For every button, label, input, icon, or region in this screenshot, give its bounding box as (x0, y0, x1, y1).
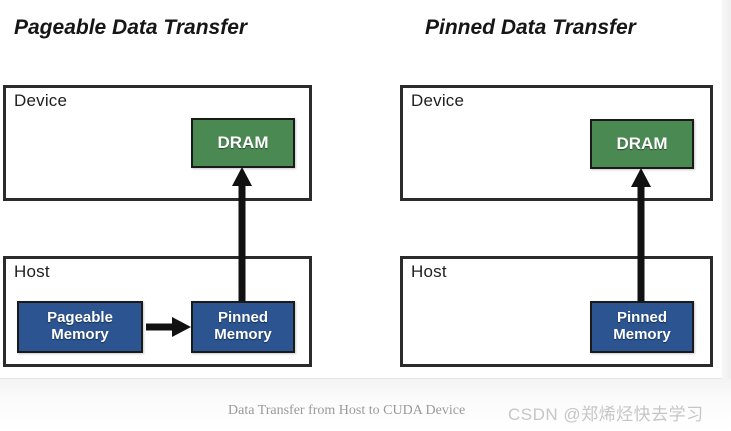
pinned-memory-line2: Memory (613, 326, 671, 343)
dram-block-pageable: DRAM (191, 118, 295, 168)
pinned-memory-label: Pinned Memory (214, 309, 272, 344)
panel-title-pinned: Pinned Data Transfer (425, 16, 636, 39)
pinned-memory-label: Pinned Memory (613, 309, 671, 344)
pageable-memory-label: Pageable Memory (47, 309, 113, 344)
dram-block-label: DRAM (217, 133, 269, 153)
device-region-label: Device (14, 91, 68, 110)
canvas-right-edge (722, 0, 731, 379)
device-region-label: Device (411, 91, 465, 110)
csdn-watermark: CSDN @郑烯烃快去学习 (508, 405, 704, 424)
dram-block-pinned: DRAM (590, 119, 694, 169)
pageable-memory-block: Pageable Memory (17, 301, 143, 353)
pinned-memory-line2: Memory (214, 326, 272, 343)
pinned-memory-block-pageable: Pinned Memory (191, 301, 295, 353)
host-region-label: Host (14, 262, 50, 281)
pinned-memory-line1: Pinned (616, 309, 667, 327)
panel-title-pageable: Pageable Data Transfer (14, 16, 248, 39)
pageable-memory-line2: Memory (51, 326, 109, 343)
pinned-memory-line1: Pinned (217, 309, 268, 327)
pageable-memory-line1: Pageable (47, 309, 113, 327)
caption-strip (0, 379, 731, 431)
dram-block-label: DRAM (616, 134, 668, 154)
pinned-memory-block-pinned: Pinned Memory (590, 301, 694, 353)
host-region-label: Host (411, 262, 447, 281)
figure-caption: Data Transfer from Host to CUDA Device (228, 403, 466, 418)
